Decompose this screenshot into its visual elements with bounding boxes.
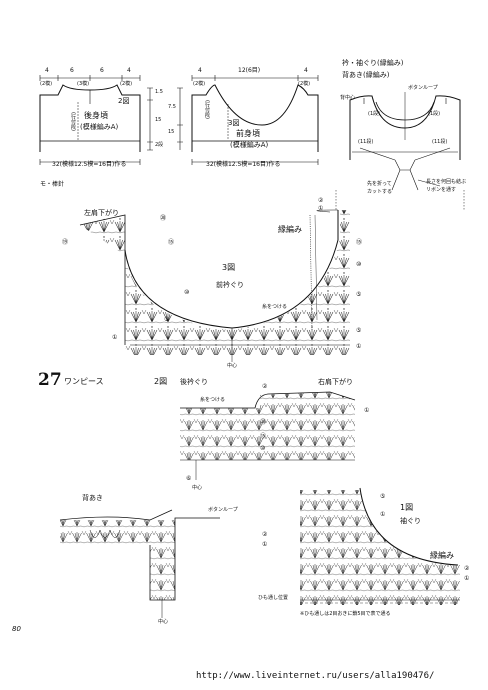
fig1-row-1: ⑤	[380, 493, 386, 500]
fig3-row-r6: ⑤	[356, 327, 362, 334]
fig3-edge-label: 縁編み	[278, 225, 302, 234]
fig1-fig-label: 1図	[400, 503, 414, 512]
back-width-note-a: (2模)	[40, 81, 53, 87]
back-bodice-subtitle: (模様編みA)	[80, 123, 119, 131]
ribbon-note-1: 長さを何回も結ぶ	[426, 179, 467, 185]
back-height-3: 2段	[155, 142, 164, 148]
fig2-row-4: ⑮	[260, 433, 267, 440]
fig1-name: 袖ぐり	[400, 517, 421, 525]
fig1-edge-label: 縁編み	[430, 551, 454, 560]
pattern-kind: ワンピース	[64, 377, 104, 386]
back-width-6b: 6	[100, 67, 104, 74]
neck-title-1: 衿・袖ぐり(縁編み)	[342, 59, 404, 67]
back-width-note-b: (3模)	[77, 81, 90, 87]
fig3-row-l1: ⑳	[160, 215, 167, 222]
front-bodice-subtitle: (模様編みA)	[230, 141, 269, 149]
front-length-note: (行付段)	[204, 100, 210, 119]
back-bodice-schematic	[39, 75, 153, 165]
source-url[interactable]: http://www.liveinternet.ru/users/alla190…	[196, 671, 435, 681]
fig3-fig-label: 3図	[222, 263, 236, 272]
fig3-row-l3: ⑮	[168, 239, 175, 246]
fig3-row-r3: ⑮	[356, 239, 363, 246]
fig2-name: 後衿ぐり	[180, 378, 208, 386]
material-note: モ・棒針	[40, 181, 65, 188]
fig3-shoulder-label: 左肩下がり	[84, 209, 119, 217]
pattern-number: 27	[38, 370, 62, 390]
back-bodice-title: 後身頃	[84, 111, 108, 120]
back-opening-chart	[59, 509, 220, 618]
back-opening-loop: ボタンループ	[208, 507, 238, 513]
front-width-note-b: (2模)	[298, 81, 311, 87]
fig3-row-r5: ⑤	[356, 291, 362, 298]
fig3-chart	[79, 209, 350, 362]
front-height-2: 15	[168, 129, 175, 135]
back-height-1: 1.5	[155, 89, 163, 95]
fig3-row-r2: ①	[318, 205, 324, 212]
fig3-row-l5: ⑤	[164, 316, 170, 323]
back-opening-row-2: ①	[262, 541, 268, 548]
back-bottom-count: 32(模様12.5模=16目)作る	[52, 161, 127, 168]
back-width-6a: 6	[70, 67, 74, 74]
back-opening-title: 背あき	[82, 494, 103, 502]
tie-note-1: 先を折って	[367, 181, 392, 187]
fig3-thread-label: 糸をつける	[262, 304, 288, 310]
front-bodice-schematic	[177, 75, 319, 165]
fig2-row-6: ⑥	[186, 475, 192, 482]
back-width-note-c: (2模)	[120, 81, 133, 87]
fig3-row-r1: ②	[318, 197, 324, 204]
back-width-4b: 4	[127, 67, 131, 74]
back-opening-center: 中心	[158, 619, 169, 625]
front-width-12: 12(6目)	[238, 67, 261, 74]
back-fig-label: 2図	[118, 97, 130, 105]
fig1-note: ※ひも通しは2目おきに鎖5目で表で通る	[300, 611, 391, 617]
fig3-row-r4: ⑩	[356, 261, 362, 268]
front-width-note-a: (2模)	[193, 81, 206, 87]
front-width-4b: 4	[304, 67, 308, 74]
neck-finish-diagram	[335, 92, 465, 210]
front-height-1: 7.5	[168, 104, 176, 110]
neck-label-1b: (1段)	[428, 111, 441, 117]
back-length-note: (行付段)	[70, 112, 76, 131]
fig2-row-5: ⑩	[260, 445, 266, 452]
fig3-row-r7: ①	[356, 343, 362, 350]
fig1-row-2: ①	[380, 511, 386, 518]
neck-label-1a: (1段)	[368, 111, 381, 117]
neck-label-11b: (11段)	[432, 139, 448, 145]
fig2-row-1: ②	[262, 383, 268, 390]
fig2-thread-label: 糸をつける	[200, 397, 226, 403]
fig2-center: 中心	[192, 485, 203, 491]
fig2-shoulder-label: 右肩下がり	[318, 378, 353, 386]
fig3-row-l6: ①	[112, 334, 118, 341]
page-number: 80	[12, 625, 21, 633]
fig1-chart	[300, 487, 460, 605]
front-bodice-title: 前身頃	[236, 129, 260, 138]
fig2-row-2: ①	[364, 407, 370, 414]
fig1-row-4: ①	[464, 575, 470, 582]
tie-note-2: カットする	[367, 189, 393, 195]
front-width-4a: 4	[198, 67, 202, 74]
fig1-tie-label: ひも通し位置	[258, 595, 289, 601]
fig2-chart	[180, 391, 356, 480]
fig1-row-3: ②	[464, 565, 470, 572]
neck-label-center: 背中心	[340, 95, 356, 101]
back-width-4a: 4	[45, 67, 49, 74]
fig3-name: 前衿ぐり	[216, 281, 244, 289]
back-opening-row-1: ②	[262, 531, 268, 538]
back-height-2: 15	[155, 117, 162, 123]
fig2-row-3: ⑳	[260, 419, 267, 426]
ribbon-note-2: リボンを通す	[426, 187, 457, 193]
fig3-row-l2: ⑲	[62, 239, 69, 246]
front-bottom-count: 32(模様12.5模=16目)作る	[206, 161, 281, 168]
fig3-center: 中心	[227, 363, 238, 369]
neck-title-2: 背あき(縁編み)	[342, 71, 390, 79]
fig3-row-l4: ⑩	[184, 289, 190, 296]
neck-label-11a: (11段)	[358, 139, 374, 145]
fig2-fig-label: 2図	[154, 377, 168, 386]
front-fig-label: 3図	[228, 119, 240, 127]
neck-label-loop: ボタンループ	[408, 85, 438, 91]
